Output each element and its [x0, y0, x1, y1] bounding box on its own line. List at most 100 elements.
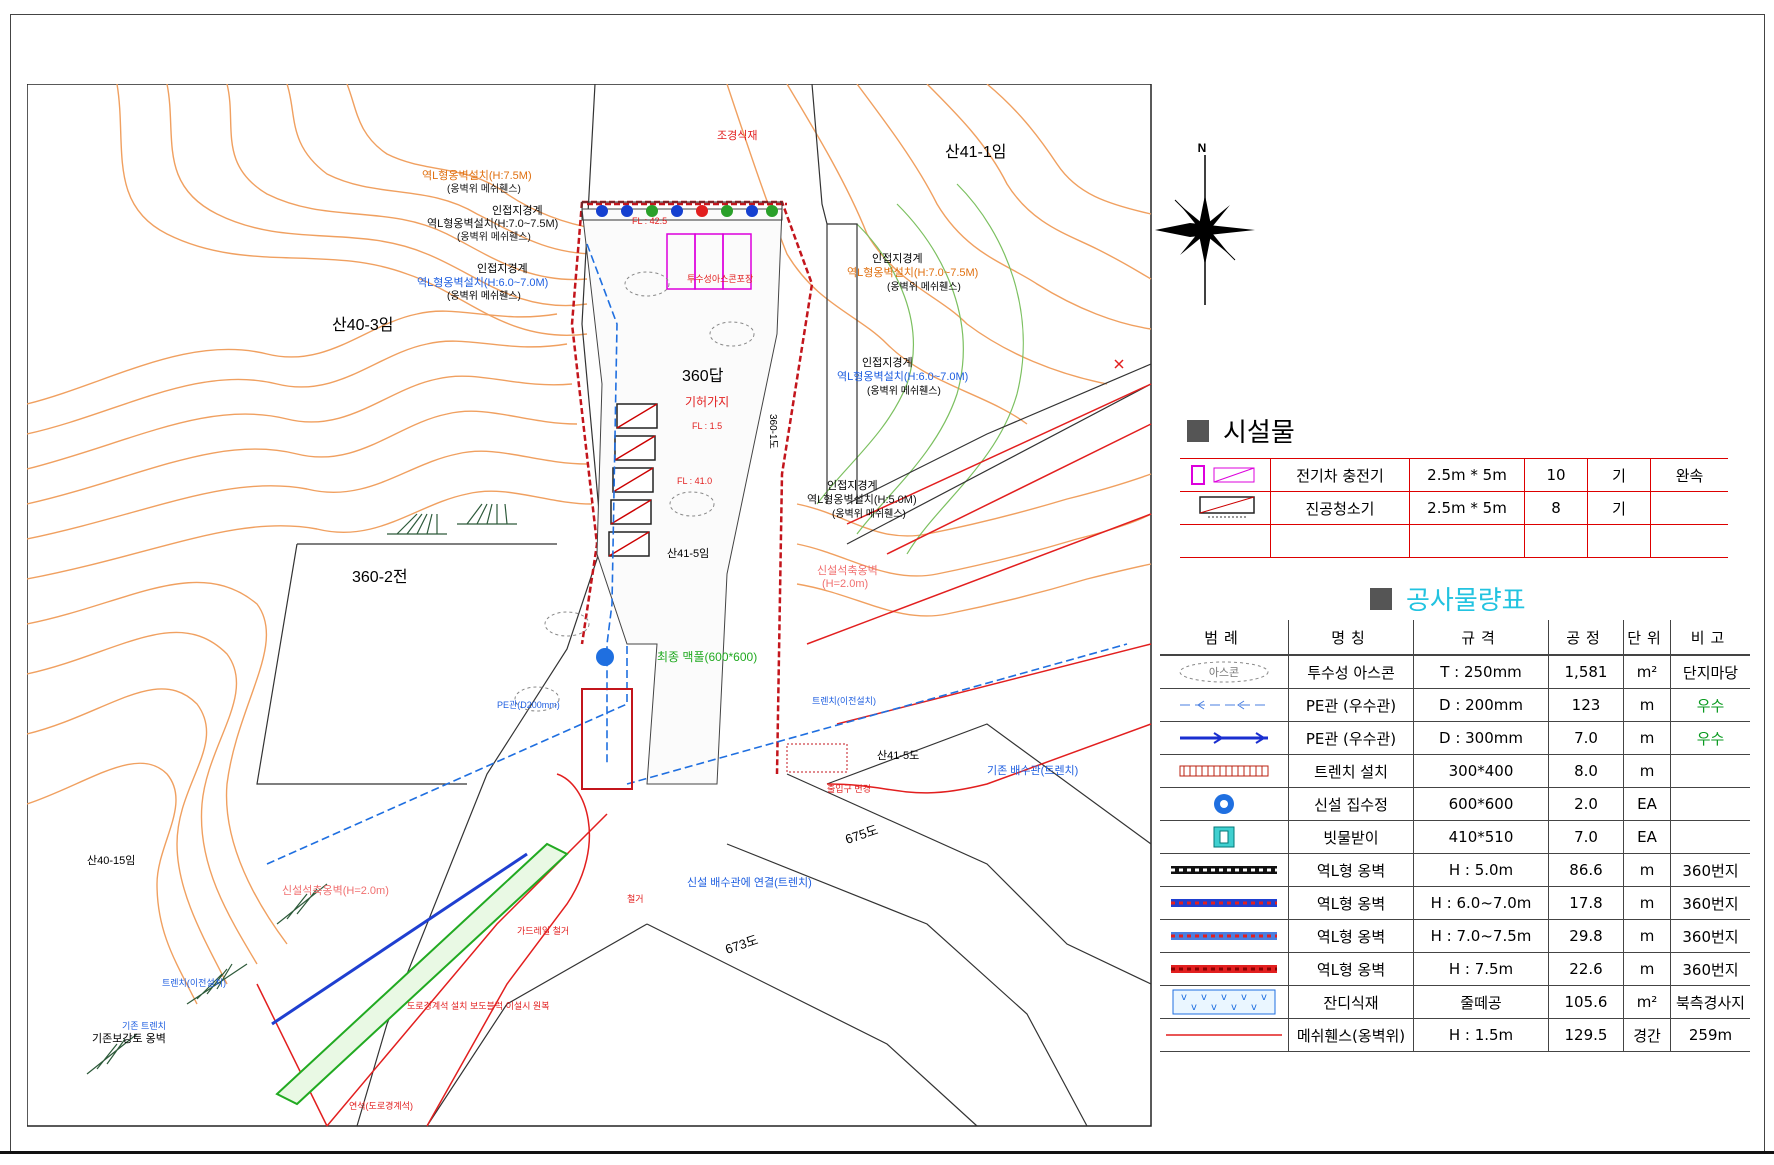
- slope-hatch: [86, 503, 517, 1075]
- quantity-symbol: [1160, 820, 1289, 854]
- note-adj-3: 인접지경계: [872, 252, 923, 265]
- stall-marks: [608, 403, 658, 557]
- quantity-unit: EA: [1623, 820, 1671, 854]
- quantity-spec: 600*600: [1413, 787, 1549, 821]
- quantity-unit: m: [1623, 721, 1671, 755]
- quantity-unit: m: [1623, 688, 1671, 722]
- quantity-unit: 경간: [1623, 1018, 1671, 1052]
- note-fl-top: FL : 42.5: [632, 216, 667, 226]
- quantity-qty: 29.8: [1548, 919, 1624, 953]
- quantity-unit: EA: [1623, 787, 1671, 821]
- svg-text:v: v: [1211, 1002, 1217, 1013]
- note-existing: 기허가지: [685, 395, 729, 409]
- facility-row: 진공청소기 2.5m * 5m 8 기: [1180, 491, 1728, 525]
- red-boundaries: [256, 383, 1152, 1127]
- quantity-spec: T : 250mm: [1413, 655, 1549, 689]
- note-trench: 트렌치(이전설치): [812, 695, 876, 706]
- retaining-walls: [570, 200, 814, 775]
- quantity-spec: H : 7.5m: [1413, 952, 1549, 986]
- svg-text:v: v: [1191, 1002, 1197, 1013]
- green-contours: [816, 183, 1024, 555]
- facility-note: [1650, 491, 1728, 525]
- quantity-spec: H : 6.0~7.0m: [1413, 886, 1549, 920]
- quantity-name: 역L형 옹벽: [1288, 919, 1414, 953]
- note-trench-install: 트렌치(이전설치): [162, 977, 226, 988]
- catch-basin: [596, 648, 614, 666]
- quantity-symbol: [1160, 754, 1289, 788]
- label-p-360-do: 360-1도: [767, 414, 778, 449]
- svg-text:v: v: [1181, 992, 1187, 1003]
- label-p-360-2: 360-2전: [352, 568, 408, 586]
- note-new-slope-h: (H=2.0m): [822, 578, 868, 590]
- quantity-symbol: [1160, 688, 1289, 722]
- note-pe-pipe: PE관(D200mm): [497, 700, 560, 710]
- parcel-lines: [256, 84, 1152, 1127]
- quantity-symbol: [1160, 1018, 1289, 1052]
- quantity-qty: 129.5: [1548, 1018, 1624, 1052]
- note-connect: 신설 배수관에 연결(트렌치): [687, 876, 812, 889]
- note-existing-block: 기존보강토 옹벽: [92, 1032, 166, 1045]
- quantity-unit: m: [1623, 886, 1671, 920]
- svg-text:아스콘: 아스콘: [1209, 666, 1239, 679]
- drain-pipes: [266, 243, 1128, 865]
- note-fl-a: FL : 1.5: [692, 421, 722, 431]
- note-mesh-3: (옹벽위 메쉬휀스): [447, 289, 521, 302]
- quantity-spec: 410*510: [1413, 820, 1549, 854]
- note-mesh-6: (옹벽위 메쉬휀스): [832, 507, 906, 520]
- quantity-spec: D : 200mm: [1413, 688, 1549, 722]
- quantity-note: [1670, 754, 1750, 788]
- quantity-qty: 7.0: [1548, 721, 1624, 755]
- quantity-note: 단지마당: [1670, 655, 1750, 689]
- note-fl-b: FL : 41.0: [677, 476, 712, 486]
- facilities-title: 시설물: [1187, 412, 1295, 449]
- quantity-name: 역L형 옹벽: [1288, 853, 1414, 887]
- tree-row: [581, 201, 783, 221]
- quantity-symbol: [1160, 886, 1289, 920]
- quantity-spec: H : 1.5m: [1413, 1018, 1549, 1052]
- note-adj-5: 인접지경계: [827, 479, 878, 492]
- facility-unit: 기: [1587, 458, 1651, 492]
- note-catch-basin: 최종 맥풀(600*600): [657, 650, 757, 664]
- note-mesh-1: (옹벽위 메쉬휀스): [447, 182, 521, 195]
- quantity-note: 360번지: [1670, 952, 1750, 986]
- quantity-note: 360번지: [1670, 919, 1750, 953]
- note-new-catch: 신설석축옹벽(H=2.0m): [282, 884, 389, 897]
- note-mesh-4: (옹벽위 메쉬휀스): [887, 280, 961, 293]
- quantities-header: 범례 명칭 규격 공정 단위 비고: [1160, 620, 1750, 656]
- quantity-name: 역L형 옹벽: [1288, 886, 1414, 920]
- label-p-40-15: 산40-15임: [87, 854, 135, 867]
- quantity-name: PE관 (우수관): [1288, 721, 1414, 755]
- quantity-unit: m²: [1623, 655, 1671, 689]
- quantity-spec: H : 7.0~7.5m: [1413, 919, 1549, 953]
- note-existing-drain: 기존 배수관(트렌치): [987, 764, 1078, 777]
- quantity-unit: m²: [1623, 985, 1671, 1019]
- note-road-ctrl: 도로경계석 설치 보도블럭 이설시 원복: [407, 1000, 549, 1011]
- quantity-name: 투수성 아스콘: [1288, 655, 1414, 689]
- quantity-name: PE관 (우수관): [1288, 688, 1414, 722]
- quantity-note: 북측경사지: [1670, 985, 1750, 1019]
- quantity-note: 우수: [1670, 688, 1750, 722]
- quantity-name: 신설 집수정: [1288, 787, 1414, 821]
- note-wall-50: 역L형옹벽설치(H:5.0M): [807, 493, 917, 506]
- quantity-qty: 105.6: [1548, 985, 1624, 1019]
- note-permeable: 투수성아스콘포장: [687, 274, 753, 284]
- svg-text:v: v: [1221, 992, 1227, 1003]
- ev-chargers: [666, 233, 752, 290]
- note-wall-70-75: 역L형옹벽설치(H:7.0~7.5M): [427, 217, 558, 230]
- quantity-qty: 2.0: [1548, 787, 1624, 821]
- contour-lines: [27, 84, 1152, 1005]
- quantity-name: 역L형 옹벽: [1288, 952, 1414, 986]
